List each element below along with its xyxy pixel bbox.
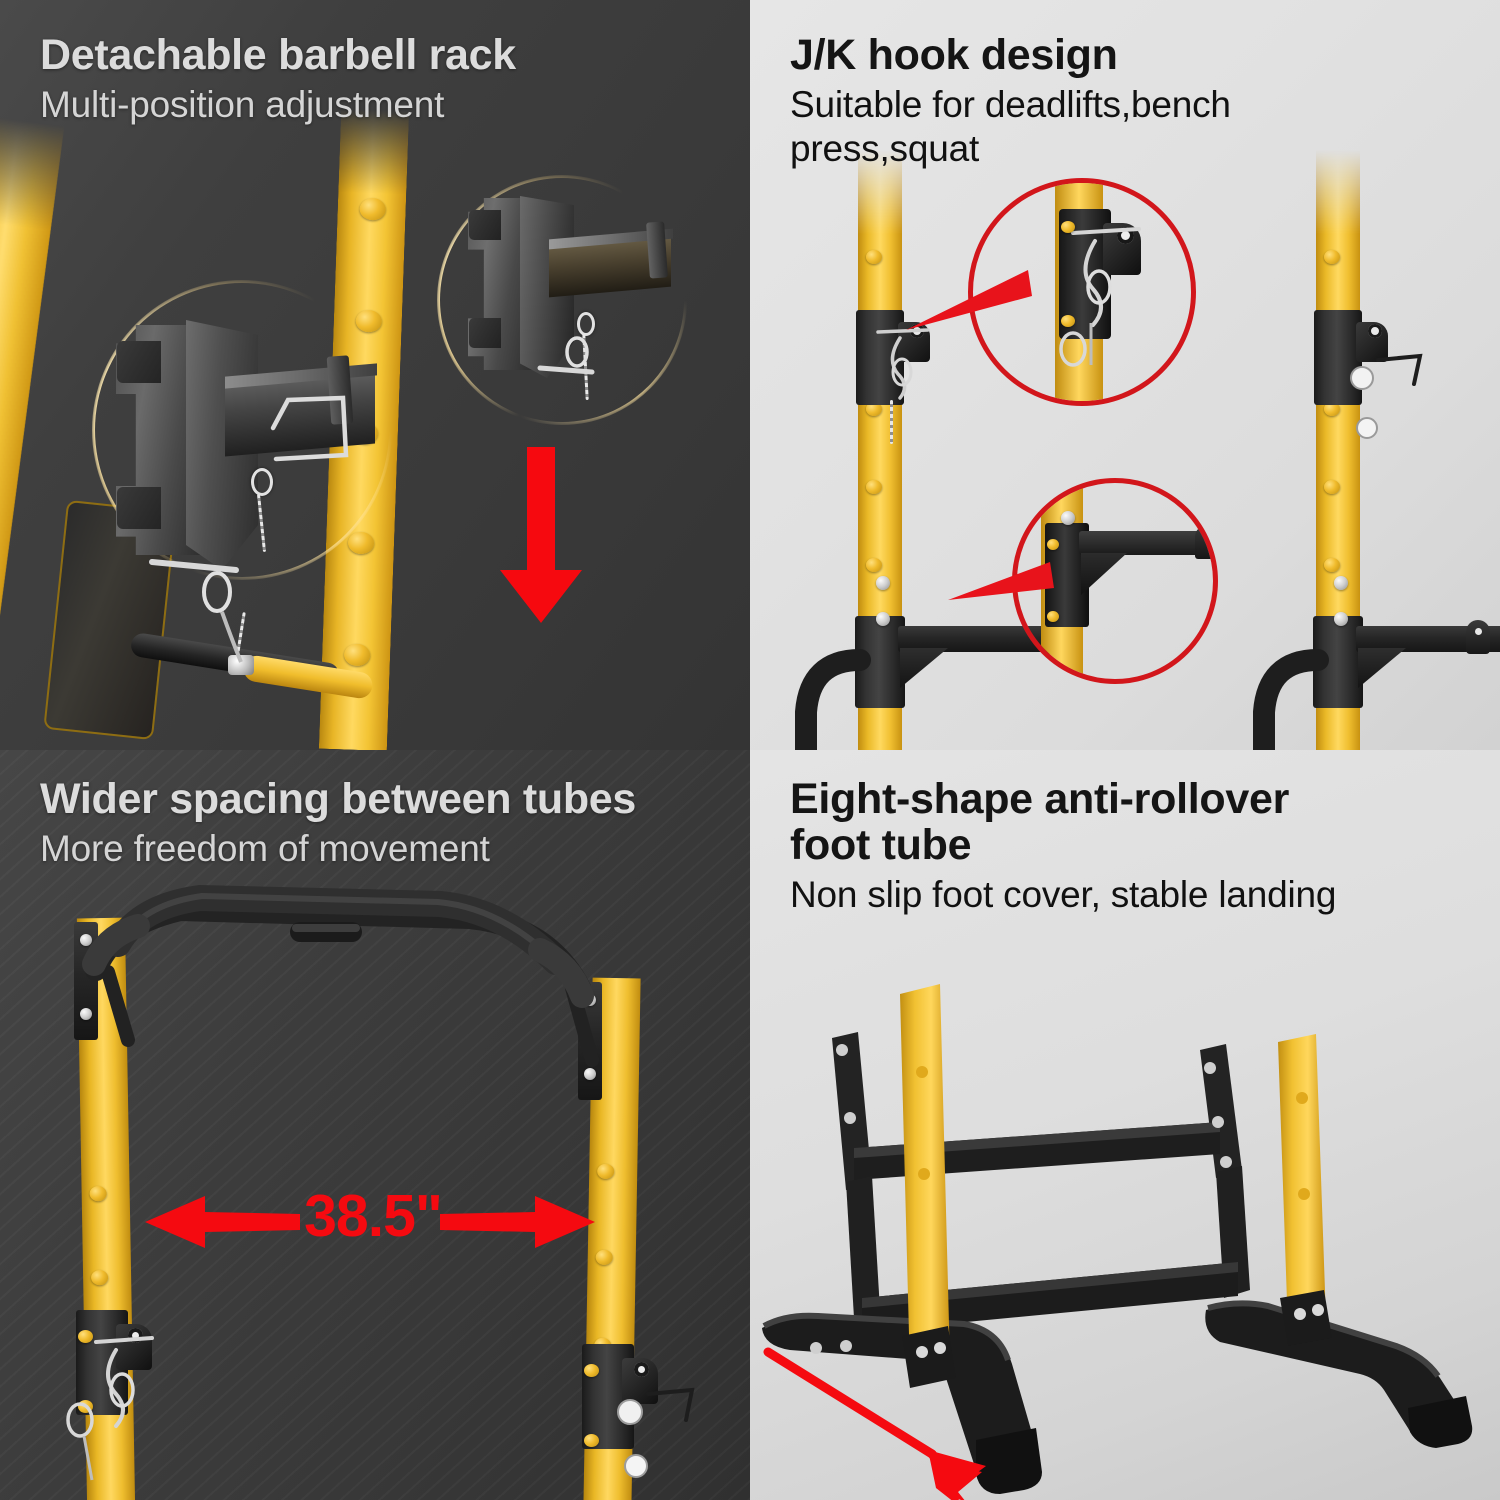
right-j-hook-pivot-bolt <box>1368 324 1382 338</box>
pin-ring-upper <box>251 468 273 496</box>
right-lower-pivot-bolt <box>634 1362 649 1377</box>
callout-pointer-2 <box>948 562 1054 600</box>
detached-pin-ring <box>577 312 595 336</box>
multi-grip-pullup-bar <box>82 884 599 1067</box>
red-bent-arrow-to-foot <box>763 1347 986 1500</box>
callout-circle-2 <box>1012 478 1218 684</box>
panel-eight-shape-anti-rollover-foot-tube: Eight-shape anti-rollover foot tube Non … <box>750 750 1500 1500</box>
right-j-hook-pin <box>1350 353 1423 439</box>
right-spotter-arm-hole <box>1475 628 1482 635</box>
left-curved-tube <box>795 649 871 750</box>
left-j-hook-bracket <box>856 310 904 405</box>
right-curved-tube <box>1253 649 1329 750</box>
right-j-hook-bracket <box>1314 310 1362 405</box>
callout-circle-1 <box>968 178 1196 406</box>
detached-hook-lower-notch <box>469 318 501 348</box>
panel-jk-hook-design: J/K hook design Suitable for deadlifts,b… <box>750 0 1500 750</box>
red-down-arrow <box>500 447 582 623</box>
dimension-arrow-38-5 <box>145 1196 595 1248</box>
callout-2-arm-hole <box>1204 533 1211 540</box>
j-hook-lower-notch <box>117 487 161 529</box>
detached-detent-pin <box>537 336 595 375</box>
safety-pin-wire <box>270 395 349 462</box>
chain-anchor-nut <box>228 655 254 675</box>
detached-hook-upper-notch <box>469 210 501 240</box>
left-lower-pin-assembly <box>66 1336 154 1481</box>
left-bracket-chain <box>890 400 893 444</box>
panel-wider-spacing-between-tubes: 38.5" Wider spacing between tubes More f… <box>0 750 750 1500</box>
right-spotter-arm-tip <box>1466 620 1490 654</box>
dimension-label: 38.5" <box>304 1183 443 1249</box>
right-lower-pin-assembly <box>617 1387 695 1478</box>
panel-detachable-barbell-rack: Detachable barbell rack Multi-position a… <box>0 0 750 750</box>
base-frame-svg <box>762 984 1473 1494</box>
callout-pointer-1 <box>906 270 1032 330</box>
callout-2-spotter-arm <box>1079 531 1207 555</box>
left-j-hook-pin <box>876 328 930 400</box>
j-hook-upper-notch <box>117 341 161 383</box>
bottom-detent-pin <box>149 559 243 663</box>
